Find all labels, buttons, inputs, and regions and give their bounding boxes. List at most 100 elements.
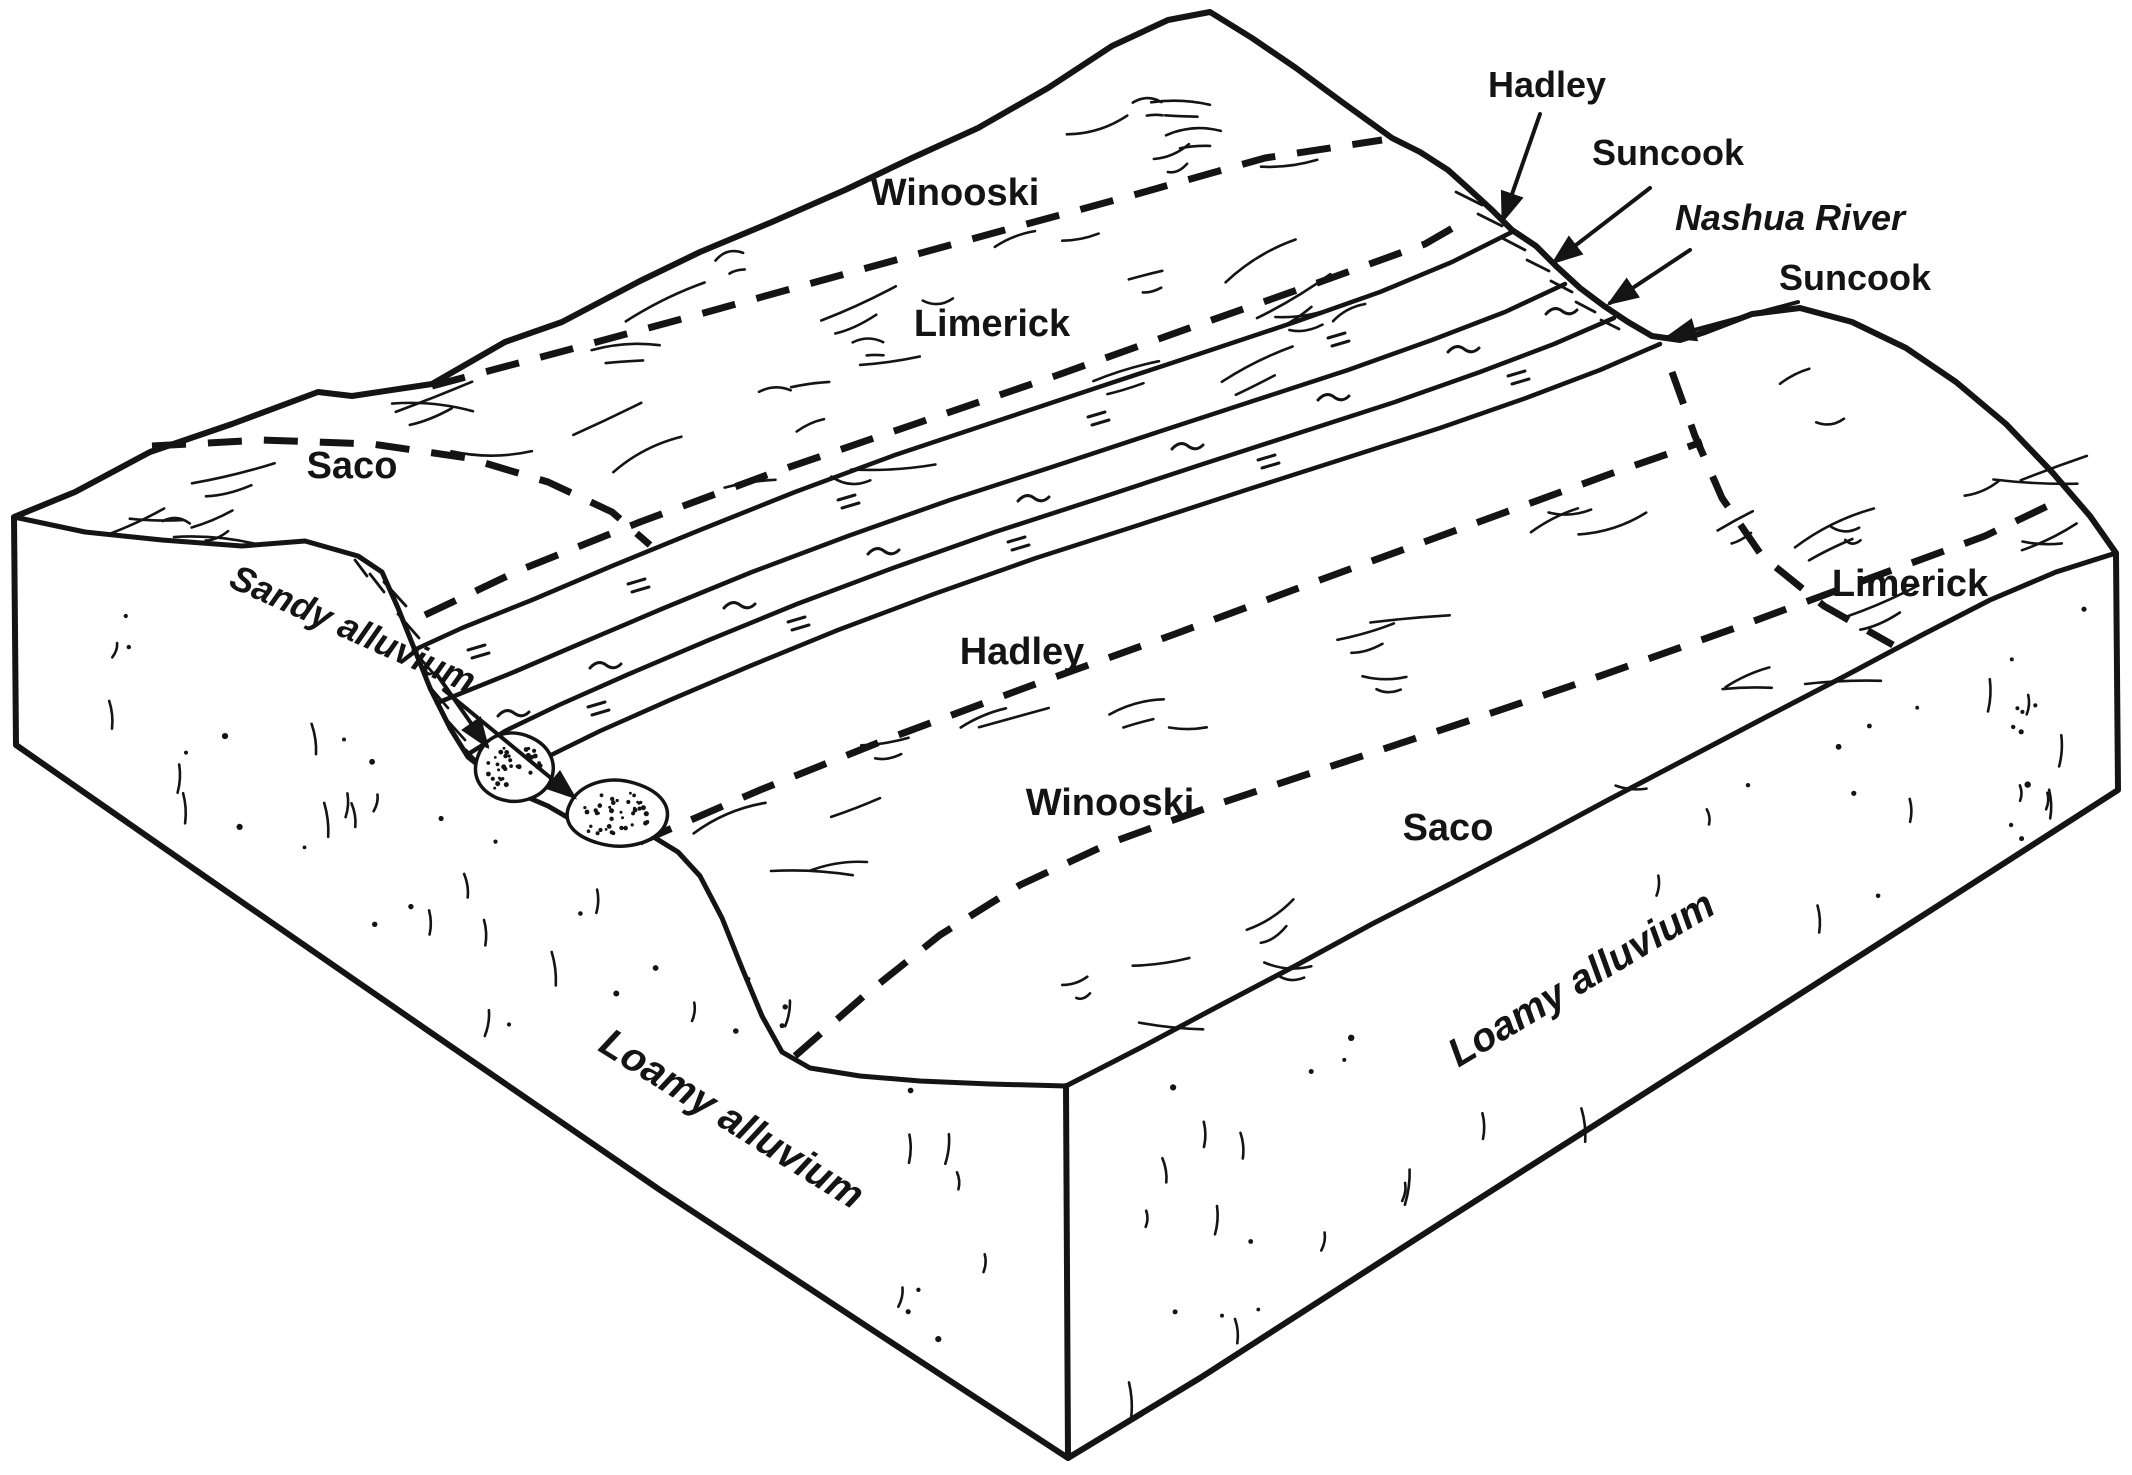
lower-terrace-scarp bbox=[503, 341, 1663, 786]
texture-mark bbox=[604, 359, 645, 365]
texture-mark bbox=[728, 268, 746, 275]
texture-mark bbox=[769, 869, 855, 877]
texture-mark bbox=[1320, 1231, 1327, 1252]
texture-mark bbox=[1163, 114, 1199, 118]
texture-mark bbox=[606, 824, 612, 829]
texture-mark bbox=[859, 736, 910, 747]
texture-mark bbox=[498, 749, 504, 755]
texture-mark bbox=[1149, 99, 1212, 107]
texture-mark bbox=[1220, 345, 1294, 384]
texture-mark bbox=[1721, 686, 1773, 691]
texture-mark bbox=[204, 483, 253, 498]
texture-mark bbox=[1308, 1069, 1314, 1074]
texture-mark bbox=[2081, 606, 2087, 612]
texture-mark bbox=[532, 748, 537, 753]
texture-mark bbox=[2018, 784, 2023, 803]
texture-mark bbox=[1106, 381, 1145, 396]
texture-mark bbox=[1172, 1309, 1178, 1315]
texture-mark bbox=[597, 803, 603, 808]
texture-mark bbox=[1170, 1084, 1177, 1091]
zone-label-hadley-front: Hadley bbox=[960, 631, 1085, 673]
texture-mark bbox=[851, 337, 885, 344]
texture-mark bbox=[2019, 454, 2089, 482]
texture-mark bbox=[310, 722, 318, 756]
texture-mark bbox=[1092, 359, 1161, 383]
texture-mark bbox=[408, 903, 414, 910]
texture-mark bbox=[652, 965, 659, 971]
texture-mark bbox=[834, 313, 878, 335]
texture-mark bbox=[390, 401, 475, 413]
boundary-limerick-hadley-back bbox=[423, 214, 1472, 619]
texture-mark bbox=[496, 782, 500, 786]
texture-mark bbox=[502, 746, 506, 750]
texture-mark bbox=[2018, 729, 2024, 735]
texture-mark bbox=[2025, 693, 2031, 716]
texture-mark bbox=[905, 1309, 911, 1315]
texture-mark bbox=[1331, 302, 1367, 323]
texture-mark bbox=[342, 737, 346, 742]
texture-mark bbox=[745, 976, 751, 982]
texture-mark bbox=[523, 747, 529, 752]
texture-mark bbox=[959, 707, 1008, 729]
texture-mark bbox=[1274, 305, 1337, 319]
texture-mark bbox=[497, 768, 501, 772]
texture-mark bbox=[1239, 1131, 1245, 1160]
texture-mark bbox=[1529, 507, 1580, 534]
texture-mark bbox=[1793, 507, 1876, 549]
texture-mark bbox=[126, 644, 131, 650]
texture-mark bbox=[493, 786, 497, 790]
texture-mark bbox=[897, 1286, 904, 1308]
front-corner-edge bbox=[1063, 1083, 1071, 1461]
texture-mark bbox=[1915, 705, 1920, 710]
texture-mark bbox=[1213, 1204, 1219, 1236]
zone-label-limerick-back: Limerick bbox=[914, 303, 1071, 345]
texture-mark bbox=[123, 613, 128, 619]
hadley-callout-arrow bbox=[1500, 112, 1542, 224]
valley-wall-hatching-notch bbox=[1454, 190, 1621, 331]
sandy-alluvium-arrow-2 bbox=[442, 688, 578, 800]
texture-mark bbox=[528, 770, 533, 775]
river-lower-bank bbox=[467, 315, 1617, 756]
texture-mark bbox=[408, 407, 454, 427]
texture-mark bbox=[497, 776, 501, 780]
texture-mark bbox=[2015, 706, 2020, 711]
texture-mark bbox=[583, 806, 587, 810]
texture-mark bbox=[493, 839, 498, 844]
texture-mark bbox=[1166, 162, 1189, 174]
texture-mark bbox=[1614, 784, 1648, 791]
texture-mark bbox=[1141, 286, 1163, 294]
texture-mark bbox=[1730, 531, 1753, 545]
texture-mark bbox=[640, 805, 646, 811]
texture-mark bbox=[829, 796, 882, 819]
texture-mark bbox=[1336, 622, 1396, 642]
zone-label-limerick-right: Limerick bbox=[1832, 563, 1989, 605]
texture-mark bbox=[515, 764, 519, 768]
texture-mark bbox=[1127, 269, 1164, 281]
texture-mark bbox=[184, 750, 188, 755]
texture-mark bbox=[1908, 797, 1913, 824]
texture-mark bbox=[503, 782, 509, 788]
texture-mark bbox=[629, 791, 632, 795]
texture-mark bbox=[1778, 367, 1811, 386]
suncook-upper-callout-arrow bbox=[1550, 186, 1652, 265]
nashua-river-callout-arrow bbox=[1606, 248, 1692, 306]
texture-mark bbox=[1403, 1168, 1411, 1206]
texture-mark bbox=[643, 820, 648, 826]
boundary-saco-back bbox=[151, 436, 653, 548]
texture-mark bbox=[462, 872, 470, 899]
texture-mark bbox=[2011, 724, 2016, 730]
texture-mark bbox=[369, 758, 375, 765]
texture-mark bbox=[1065, 114, 1129, 136]
texture-mark bbox=[190, 461, 276, 485]
texture-mark bbox=[795, 417, 826, 433]
zone-label-saco-front: Saco bbox=[1403, 807, 1494, 849]
upper-terrace-scarp bbox=[411, 229, 1515, 653]
texture-mark bbox=[1202, 1120, 1207, 1149]
texture-mark bbox=[604, 828, 608, 831]
texture-mark bbox=[977, 706, 1050, 729]
callout-hadley: Hadley bbox=[1488, 64, 1606, 105]
texture-mark bbox=[2021, 540, 2064, 546]
zone-label-winooski-back: Winooski bbox=[871, 172, 1040, 214]
texture-mark bbox=[639, 800, 643, 805]
texture-mark bbox=[643, 811, 649, 817]
